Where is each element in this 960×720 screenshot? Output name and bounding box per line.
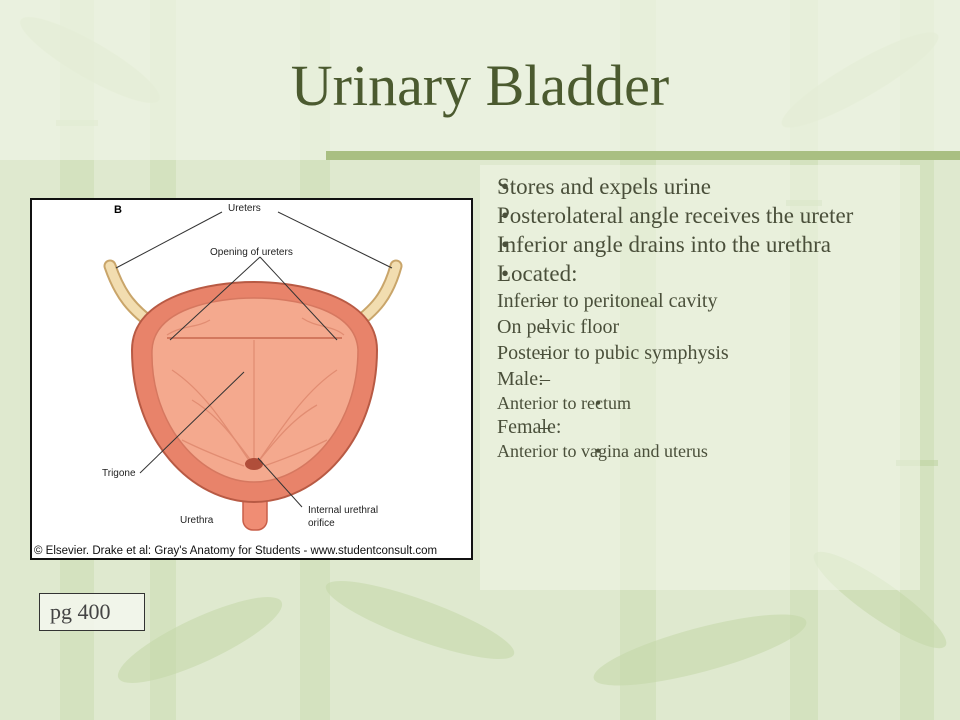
bullet-level-1: •Posterolateral angle receives the urete… (497, 201, 927, 230)
label-urethra: Urethra (180, 515, 214, 526)
bullet-text: On pelvic floor (497, 316, 620, 338)
bullet-text: Anterior to vagina and uterus (497, 441, 708, 461)
title-divider (326, 151, 960, 160)
bullet-text: Stores and expels urine (497, 174, 711, 199)
bullet-level-2: –Male: (497, 366, 927, 392)
bullet-text: Inferior angle drains into the urethra (497, 232, 832, 257)
label-ureters: Ureters (228, 203, 261, 214)
bullet-text: Anterior to rectum (497, 393, 631, 413)
bullet-level-1: •Stores and expels urine (497, 172, 927, 201)
bullet-level-2: –Inferior to peritoneal cavity (497, 288, 927, 314)
bullet-text: Inferior to peritoneal cavity (497, 290, 718, 312)
bullet-marker: – (540, 416, 550, 438)
figure-panel-letter: B (114, 204, 122, 216)
figure-credit: © Elsevier. Drake et al: Gray's Anatomy … (34, 545, 438, 557)
content-panel (480, 165, 920, 590)
bullet-text: Located: (497, 261, 578, 286)
bullet-marker: • (501, 232, 510, 257)
bullet-text: Posterolateral angle receives the ureter (497, 203, 854, 228)
bullet-marker: • (501, 203, 510, 228)
bullet-marker: • (501, 174, 510, 199)
label-trigone: Trigone (102, 468, 136, 479)
bladder-figure: B Ureters Opening of ureters Trigone Ure… (30, 198, 473, 560)
bullet-level-3: •Anterior to rectum (497, 392, 927, 414)
title-panel (0, 0, 960, 160)
bullet-marker: – (540, 290, 550, 312)
slide-title: Urinary Bladder (290, 53, 670, 118)
bullet-level-1: •Inferior angle drains into the urethra (497, 230, 927, 259)
bullet-marker: • (595, 441, 602, 461)
internal-orifice (245, 458, 263, 470)
bullet-list: •Stores and expels urine•Posterolateral … (497, 172, 927, 462)
bullet-level-2: –On pelvic floor (497, 314, 927, 340)
bullet-level-3: •Anterior to vagina and uterus (497, 440, 927, 462)
bullet-text: Male: (497, 368, 544, 390)
label-orifice: orifice (308, 518, 335, 529)
bladder-lumen (151, 297, 359, 483)
bullet-level-2: –Female: (497, 414, 927, 440)
page-reference: pg 400 (39, 593, 145, 631)
bullet-marker: – (540, 368, 550, 390)
bullet-level-2: –Posterior to pubic symphysis (497, 340, 927, 366)
bullet-text: Posterior to pubic symphysis (497, 342, 729, 364)
bullet-marker: • (501, 261, 510, 286)
bullet-text: Female: (497, 416, 562, 438)
bullet-marker: – (540, 316, 550, 338)
bullet-marker: • (595, 393, 602, 413)
label-internal-urethral: Internal urethral (308, 505, 379, 516)
label-opening-of-ureters: Opening of ureters (210, 247, 293, 258)
bladder-illustration (103, 211, 403, 531)
bullet-level-1: •Located: (497, 259, 927, 288)
bullet-marker: – (540, 342, 550, 364)
